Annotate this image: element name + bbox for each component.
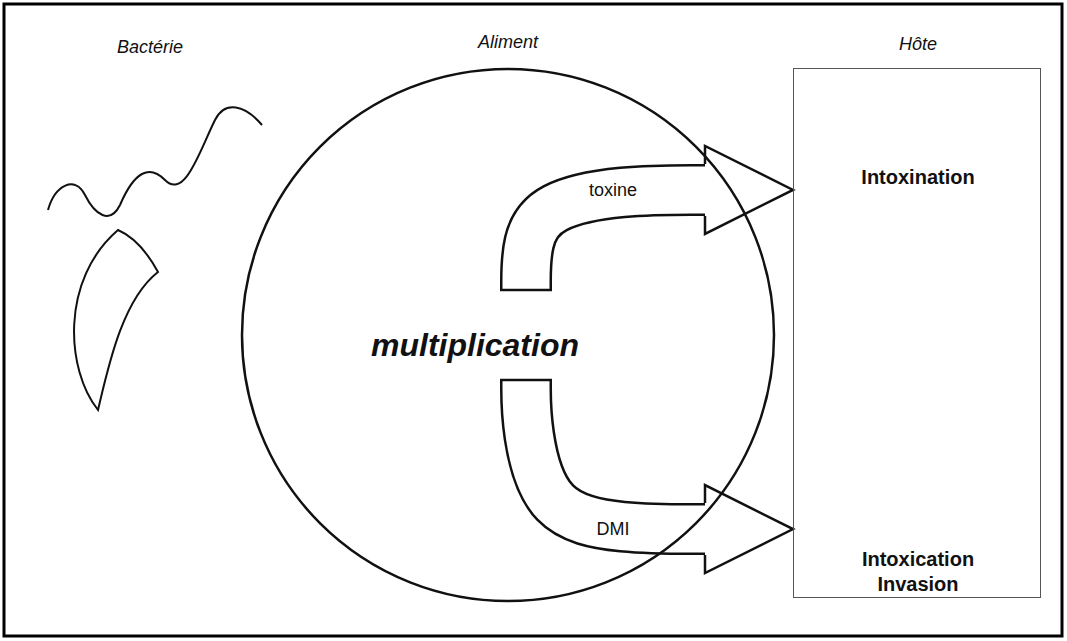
arrow-band-outline bbox=[526, 380, 705, 529]
arrow-band-fill bbox=[526, 190, 705, 290]
text-slot: Intoxination bbox=[794, 165, 1042, 190]
arrow-band-outline bbox=[526, 190, 705, 290]
text-slot: Aliment bbox=[240, 31, 776, 53]
section-heading: Aliment bbox=[478, 31, 538, 53]
section-heading: Hôte bbox=[899, 33, 937, 55]
arrow-label: DMI bbox=[594, 518, 633, 540]
block-arrow bbox=[500, 380, 793, 573]
process-label: multiplication bbox=[371, 326, 579, 364]
text-slot: Hôte bbox=[794, 33, 1042, 55]
text-slot: Intoxication Invasion bbox=[848, 547, 988, 597]
circle-outline bbox=[242, 69, 774, 601]
arrow-tail bbox=[500, 379, 552, 382]
text-slot: toxine bbox=[543, 179, 683, 201]
outcome-label: Intoxication Invasion bbox=[848, 547, 988, 597]
arrow-label: toxine bbox=[586, 179, 640, 201]
bacterium-flagellum bbox=[48, 107, 262, 216]
text-slot: Bactérie bbox=[90, 36, 210, 58]
section-heading: Bactérie bbox=[117, 36, 183, 58]
block-arrow bbox=[500, 146, 793, 290]
host-box: HôteIntoxinationIntoxication Invasion bbox=[793, 68, 1041, 598]
food-circle: Alimentmultiplication bbox=[240, 67, 776, 603]
arrow-tail bbox=[500, 289, 552, 292]
text-slot: DMI bbox=[543, 518, 683, 540]
bacterium-body bbox=[74, 230, 158, 410]
outcome-label: Intoxination bbox=[861, 165, 974, 190]
outer-frame bbox=[4, 4, 1062, 636]
arrow-band-fill bbox=[526, 380, 705, 529]
text-slot: multiplication bbox=[207, 326, 743, 364]
